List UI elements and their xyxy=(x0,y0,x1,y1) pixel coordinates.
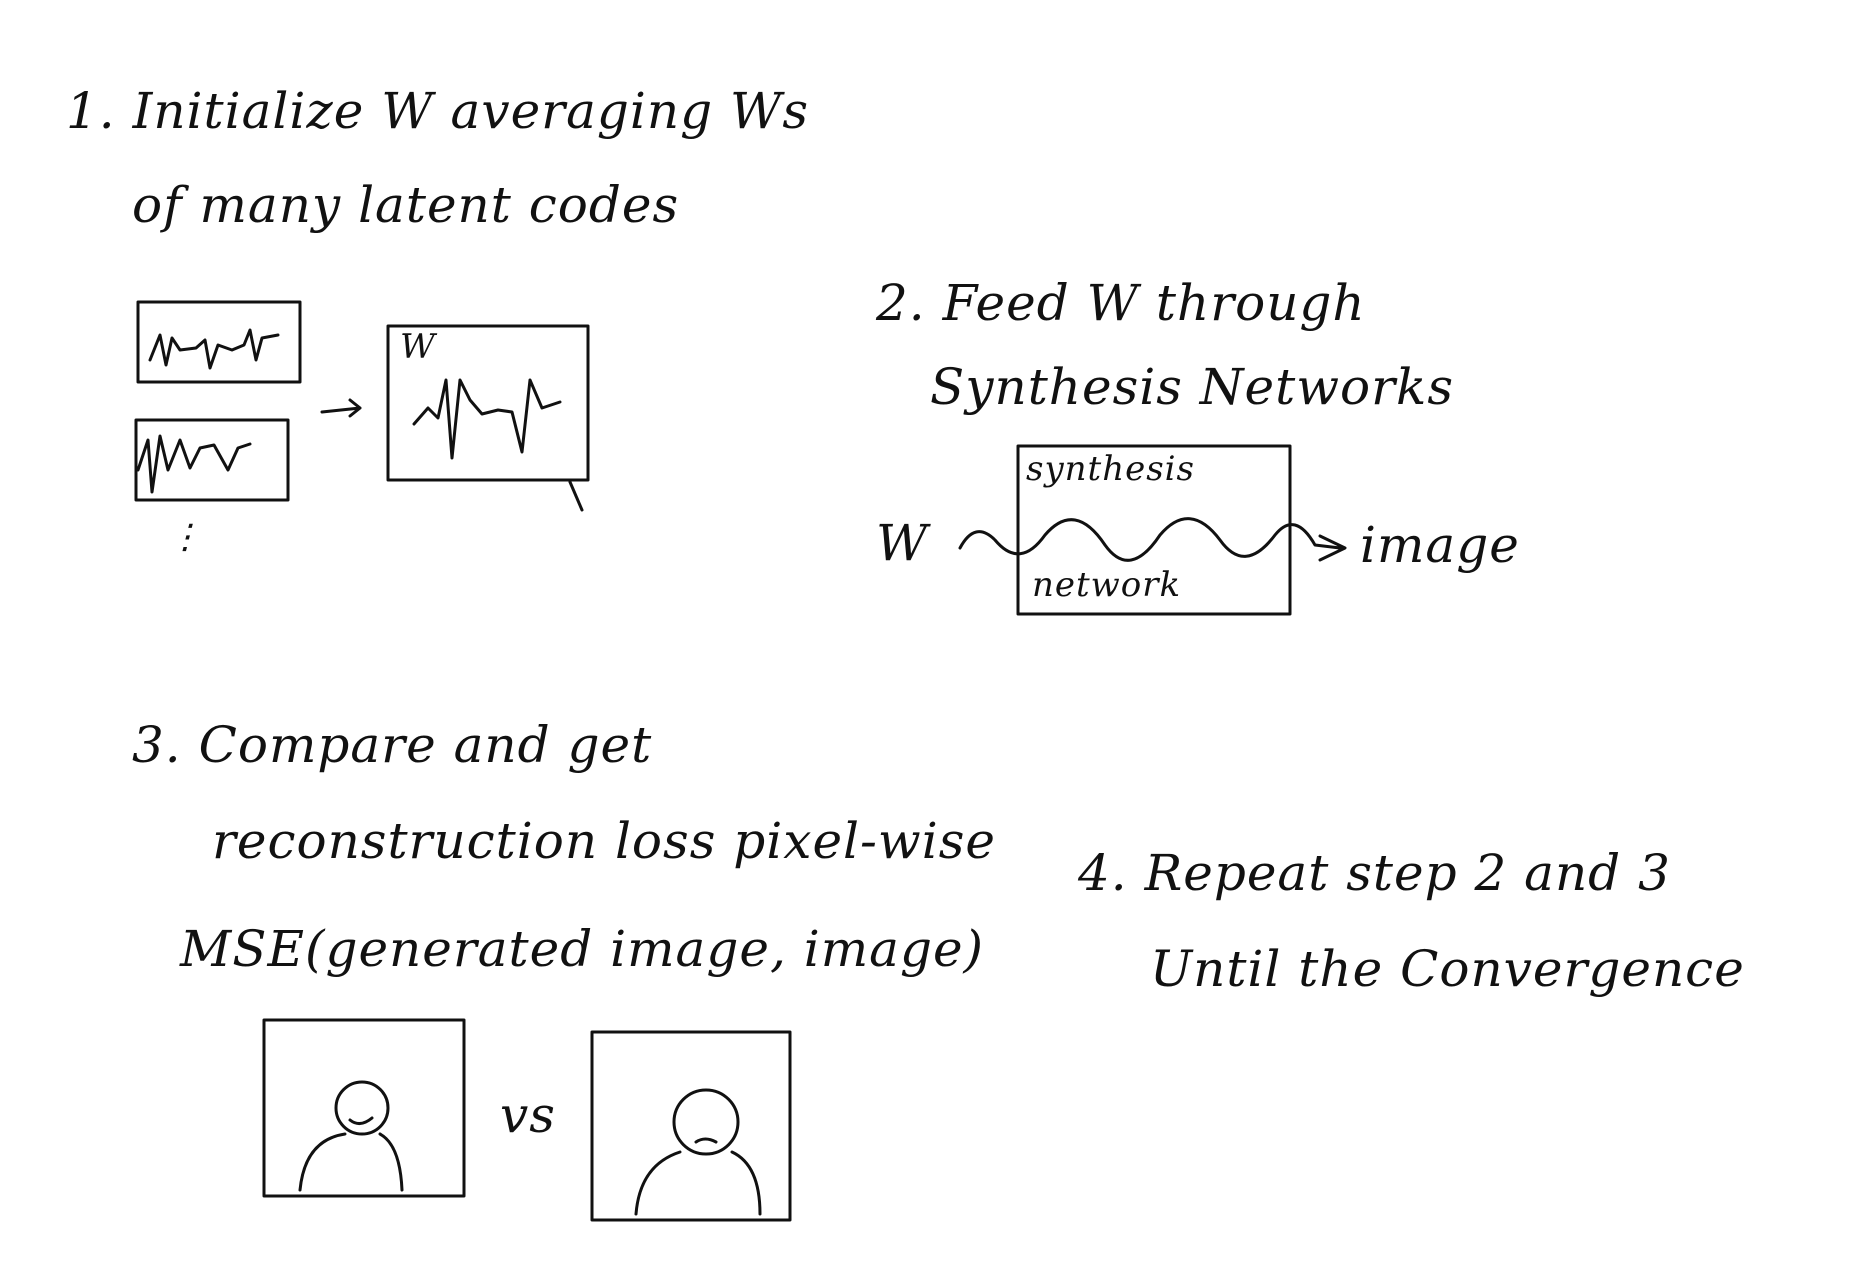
average-arrow xyxy=(320,398,362,418)
step1-title: 1. Initialize W averaging Ws xyxy=(66,82,810,140)
synthesis-network-box xyxy=(1016,444,1292,616)
step4-subtitle: Until the Convergence xyxy=(1150,940,1745,998)
step1-w-label: W xyxy=(400,327,436,367)
step3-vs: vs xyxy=(500,1086,556,1144)
step2-subtitle: Synthesis Networks xyxy=(930,358,1454,416)
synthesis-wave xyxy=(958,517,1347,562)
step3-title: 3. Compare and get xyxy=(132,716,653,774)
step1-subtitle: of many latent codes xyxy=(132,176,680,234)
step3-subtitle: reconstruction loss pixel-wise xyxy=(212,812,996,870)
step2-title: 2. Feed W through xyxy=(876,274,1366,332)
target-image-frame xyxy=(590,1030,792,1222)
step2-box-bottom-label: network xyxy=(1032,565,1182,605)
step2-input-w: W xyxy=(876,514,929,572)
step2-box-top-label: synthesis xyxy=(1026,449,1196,489)
averaged-w-box xyxy=(386,324,590,512)
generated-image-frame xyxy=(262,1018,466,1198)
step3-formula: MSE(generated image, image) xyxy=(180,920,985,978)
step1-ellipsis: ⋮ xyxy=(168,517,203,557)
latent-code-box-1 xyxy=(136,300,302,384)
step4-title: 4. Repeat step 2 and 3 xyxy=(1078,844,1671,902)
latent-code-box-2 xyxy=(134,418,290,502)
step2-output-image: image xyxy=(1360,516,1520,574)
